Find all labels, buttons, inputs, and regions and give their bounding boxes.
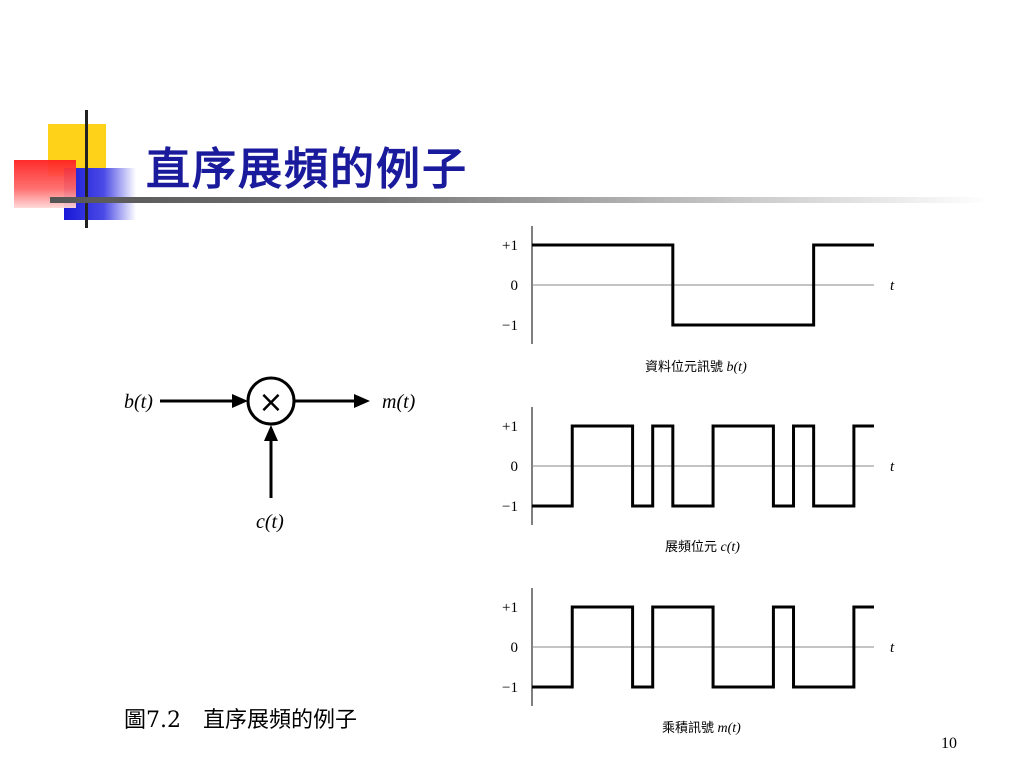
deco-vertical-line bbox=[85, 110, 88, 228]
x-axis-label: t bbox=[890, 278, 895, 294]
y-tick-label: +1 bbox=[502, 600, 518, 616]
waveform-panel-1: +1 0 −1 t 資料位元訊號 b(t) bbox=[502, 226, 895, 375]
code-label: c(t) bbox=[256, 511, 284, 533]
input-label: b(t) bbox=[124, 391, 153, 413]
y-tick-label: 0 bbox=[511, 640, 519, 656]
y-tick-label: −1 bbox=[502, 318, 518, 334]
caption-text: 展頻位元 bbox=[665, 540, 717, 555]
waveform-panels: +1 0 −1 t 資料位元訊號 b(t) +1 0 −1 t 展頻位元 c(t) +1 0 −1 t 乘積… bbox=[502, 226, 895, 736]
waveform-caption: 資料位元訊號 b(t) bbox=[645, 360, 747, 375]
signal-trace bbox=[532, 605, 874, 689]
output-label: m(t) bbox=[382, 391, 416, 413]
y-tick-label: +1 bbox=[502, 419, 518, 435]
y-tick-label: 0 bbox=[511, 278, 519, 294]
multiplier-symbol: × bbox=[258, 385, 283, 420]
waveform-panel-2: +1 0 −1 t 展頻位元 c(t) bbox=[502, 407, 895, 555]
x-axis-label: t bbox=[890, 640, 895, 656]
page-number: 10 bbox=[941, 735, 957, 752]
deco-blue-square bbox=[64, 168, 136, 220]
y-tick-label: +1 bbox=[502, 238, 518, 254]
code-arrowhead bbox=[264, 425, 278, 441]
y-tick-label: −1 bbox=[502, 680, 518, 696]
y-tick-label: −1 bbox=[502, 499, 518, 515]
signal-trace bbox=[532, 243, 874, 327]
title-underline bbox=[50, 197, 990, 203]
signal-trace bbox=[532, 424, 874, 508]
waveform-panel-3: +1 0 −1 t 乘積訊號 m(t) bbox=[502, 588, 895, 736]
block-diagram: b(t) × m(t) c(t) bbox=[124, 376, 416, 533]
input-arrowhead bbox=[232, 394, 248, 408]
x-axis-label: t bbox=[890, 459, 895, 475]
waveform-caption: 乘積訊號 m(t) bbox=[662, 721, 741, 736]
caption-symbol: c(t) bbox=[717, 540, 740, 555]
caption-text: 乘積訊號 bbox=[662, 721, 714, 736]
y-tick-label: 0 bbox=[511, 459, 519, 475]
caption-symbol: m(t) bbox=[714, 721, 741, 736]
slide-title: 直序展頻的例子 bbox=[146, 144, 468, 195]
caption-symbol: b(t) bbox=[723, 360, 747, 375]
figure-caption: 圖7.2 直序展頻的例子 bbox=[124, 708, 357, 733]
output-arrowhead bbox=[354, 394, 370, 408]
waveform-caption: 展頻位元 c(t) bbox=[665, 540, 740, 555]
caption-text: 資料位元訊號 bbox=[645, 360, 723, 375]
